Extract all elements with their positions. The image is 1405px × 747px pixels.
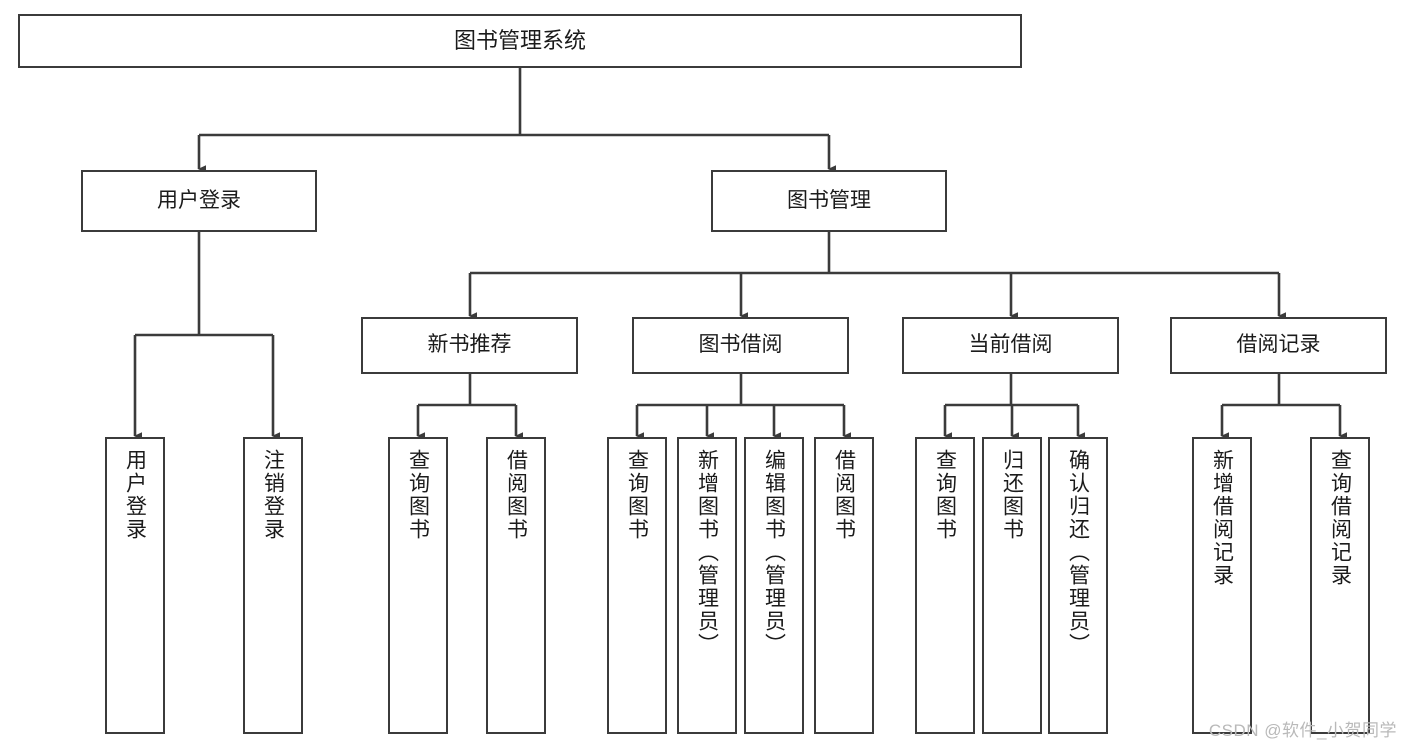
node-leaf-8[interactable]: 查询图书 (915, 437, 975, 734)
node-l2-0[interactable]: 用户登录 (81, 170, 317, 232)
node-label: 借阅图书 (504, 449, 528, 541)
node-l3-3[interactable]: 借阅记录 (1170, 317, 1387, 374)
node-label: 查询图书 (406, 449, 430, 541)
node-label: 编辑图书（管理员） (762, 449, 786, 656)
node-label: 新增借阅记录 (1210, 449, 1234, 587)
node-label: 用户登录 (157, 188, 241, 212)
node-label: 查询借阅记录 (1328, 449, 1352, 587)
node-label: 当前借阅 (968, 333, 1053, 357)
node-label: 图书管理系统 (453, 28, 586, 54)
edge-group (133, 68, 1348, 440)
node-leaf-2[interactable]: 查询图书 (388, 437, 448, 734)
node-leaf-0[interactable]: 用户登录 (105, 437, 165, 734)
node-label: 查询图书 (625, 449, 649, 541)
node-leaf-12[interactable]: 查询借阅记录 (1310, 437, 1370, 734)
node-label: 新书推荐 (427, 333, 512, 357)
node-root[interactable]: 图书管理系统 (18, 14, 1022, 68)
node-label: 注销登录 (261, 449, 285, 541)
node-label: 图书管理 (787, 188, 871, 212)
node-leaf-5[interactable]: 新增图书（管理员） (677, 437, 737, 734)
node-l3-1[interactable]: 图书借阅 (632, 317, 849, 374)
node-leaf-11[interactable]: 新增借阅记录 (1192, 437, 1252, 734)
node-leaf-3[interactable]: 借阅图书 (486, 437, 546, 734)
node-l2-1[interactable]: 图书管理 (711, 170, 947, 232)
node-label: 图书借阅 (698, 333, 783, 357)
node-label: 查询图书 (933, 449, 957, 541)
node-leaf-7[interactable]: 借阅图书 (814, 437, 874, 734)
node-label: 归还图书 (1000, 449, 1024, 541)
node-leaf-9[interactable]: 归还图书 (982, 437, 1042, 734)
node-leaf-1[interactable]: 注销登录 (243, 437, 303, 734)
node-label: 用户登录 (123, 449, 147, 541)
node-l3-0[interactable]: 新书推荐 (361, 317, 578, 374)
node-label: 确认归还（管理员） (1066, 449, 1090, 656)
node-label: 新增图书（管理员） (695, 449, 719, 656)
node-leaf-4[interactable]: 查询图书 (607, 437, 667, 734)
node-l3-2[interactable]: 当前借阅 (902, 317, 1119, 374)
watermark-text: CSDN @软件_小贺同学 (1208, 721, 1397, 740)
node-leaf-10[interactable]: 确认归还（管理员） (1048, 437, 1108, 734)
node-label: 借阅图书 (832, 449, 856, 541)
node-leaf-6[interactable]: 编辑图书（管理员） (744, 437, 804, 734)
node-label: 借阅记录 (1236, 333, 1321, 357)
